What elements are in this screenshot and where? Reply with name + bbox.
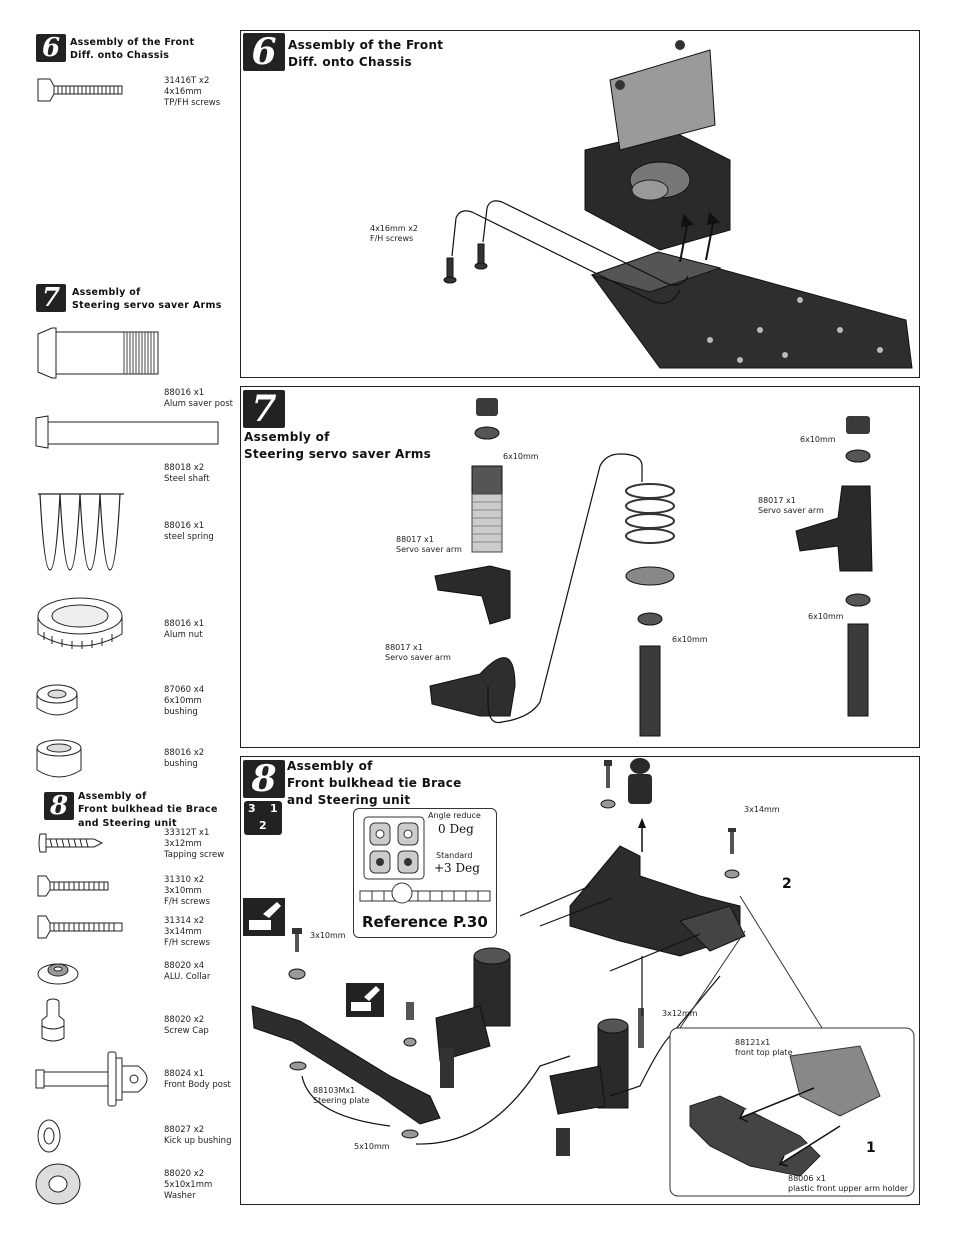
cam-insert-diagram (363, 816, 425, 880)
step-7-sidebar-title: Assembly of Steering servo saver Arms (72, 287, 222, 312)
angle-reduce-label: Angle reduce (428, 811, 481, 820)
step-6-sidebar-title: Assembly of the Front Diff. onto Chassis (70, 37, 195, 62)
step-8-sidebar-title: Assembly of Front bulkhead tie Brace and… (78, 791, 218, 829)
servo-saver-illustration (429, 398, 873, 737)
order-2: 2 (259, 819, 267, 832)
reference-page-label: Reference P.30 (362, 913, 488, 931)
step-6-screw-callout: 4x16mm x2 F/H screws (370, 224, 418, 243)
part-label-washer: 88020 x2 5x10x1mm Washer (164, 1169, 213, 1202)
step-7-panel-title: Assembly of Steering servo saver Arms (244, 430, 432, 461)
part-label-body-post: 88024 x1 Front Body post (164, 1069, 231, 1091)
order-3: 3 (248, 802, 256, 815)
step-8-callout-c4: 88103Mx1 Steering plate (313, 1086, 370, 1105)
angle-3-deg-label: +3 Deg (434, 861, 480, 875)
step-7-number-badge: 7 (36, 283, 66, 313)
sub-step-2-label: 2 (782, 876, 792, 892)
part-label-31310: 31310 x2 3x10mm F/H screws (164, 875, 210, 908)
step-8-number-badge: 8 (44, 791, 74, 821)
step-7-callout-c4: 6x10mm (672, 635, 708, 644)
step-6-panel-title: Assembly of the Front Diff. onto Chassis (288, 38, 444, 69)
step-8-callout-c2: 3x10mm (310, 931, 346, 940)
reference-box: Angle reduce 0 Deg Standard +3 Deg Refer… (353, 808, 497, 938)
step-6-panel-number: 6 (243, 31, 285, 73)
part-label-screw-cap: 88020 x2 Screw Cap (164, 1015, 209, 1037)
part-label-steel-spring: 88016 x1 steel spring (164, 521, 214, 543)
front-diff-chassis-illustration (443, 40, 913, 369)
assembly-order-icon: 3 1 2 (244, 801, 282, 835)
step-8-panel-title: Assembly of Front bulkhead tie Brace and… (287, 759, 462, 807)
steel-shaft-icon (35, 415, 219, 449)
angle-0-deg-label: 0 Deg (438, 822, 474, 836)
step-7-callout-c6: 88017 x1 Servo saver arm (758, 496, 824, 515)
step-8-callout-c3: 3x12mm (662, 1009, 698, 1018)
part-label-saver-post: 88016 x1 Alum saver post (164, 388, 233, 410)
saver-post-icon (37, 327, 159, 379)
part-label-bushing-6x10: 87060 x4 6x10mm bushing (164, 685, 205, 718)
step-8-callout-c6: 88121x1 front top plate (735, 1038, 793, 1057)
part-label-31314: 31314 x2 3x14mm F/H screws (164, 916, 210, 949)
fh-screw-icon (37, 875, 109, 897)
shaft-ruler-diagram (359, 882, 491, 904)
step-7-callout-c1: 6x10mm (503, 452, 539, 461)
step-7-panel (240, 386, 920, 748)
part-label-kickup-bushing: 88027 x2 Kick up bushing (164, 1125, 232, 1147)
screw-cap-icon (41, 998, 65, 1042)
washer-icon (35, 1163, 81, 1205)
part-label-alum-nut: 88016 x1 Alum nut (164, 619, 205, 641)
order-1: 1 (270, 802, 278, 815)
step-7-panel-number: 7 (243, 388, 285, 430)
step-7-callout-c7: 6x10mm (808, 612, 844, 621)
step-7-callout-c3: 88017 x1 Servo saver arm (385, 643, 451, 662)
standard-label: Standard (436, 851, 473, 860)
part-label-bushing: 88016 x2 bushing (164, 748, 205, 770)
tapping-screw-icon (38, 833, 104, 853)
part-label-alu-collar: 88020 x4 ALU. Collar (164, 961, 211, 983)
body-post-icon (35, 1051, 148, 1107)
step-8-callout-c1: 3x14mm (744, 805, 780, 814)
part-label-steel-shaft: 88018 x2 Steel shaft (164, 463, 210, 485)
sub-step-1-label: 1 (866, 1140, 876, 1156)
step-6-number-badge: 6 (36, 33, 66, 63)
threadlock-icon-2 (346, 983, 384, 1017)
kickup-bushing-icon (37, 1119, 61, 1153)
threadlock-icon (243, 898, 285, 936)
step-8-callout-c5: 5x10mm (354, 1142, 390, 1151)
step-8-callout-c7: 88006 x1 plastic front upper arm holder (788, 1174, 909, 1193)
step-7-callout-c5: 6x10mm (800, 435, 836, 444)
bushing-tall-icon (36, 739, 82, 778)
step-7-callout-c2: 88017 x1 Servo saver arm (396, 535, 462, 554)
bushing-icon (36, 684, 78, 716)
part-label-33312T: 33312T x1 3x12mm Tapping screw (164, 828, 225, 861)
spring-icon (38, 493, 124, 571)
part-label-31416T: 31416T x2 4x16mm TP/FH screws (164, 76, 221, 109)
step-8-panel-number: 8 (243, 758, 285, 800)
fh-screw-long-icon (37, 915, 123, 939)
flat-head-screw-icon (37, 78, 123, 102)
collar-icon (37, 963, 79, 985)
alum-nut-icon (37, 597, 123, 649)
steering-unit-illustration (251, 758, 915, 1197)
